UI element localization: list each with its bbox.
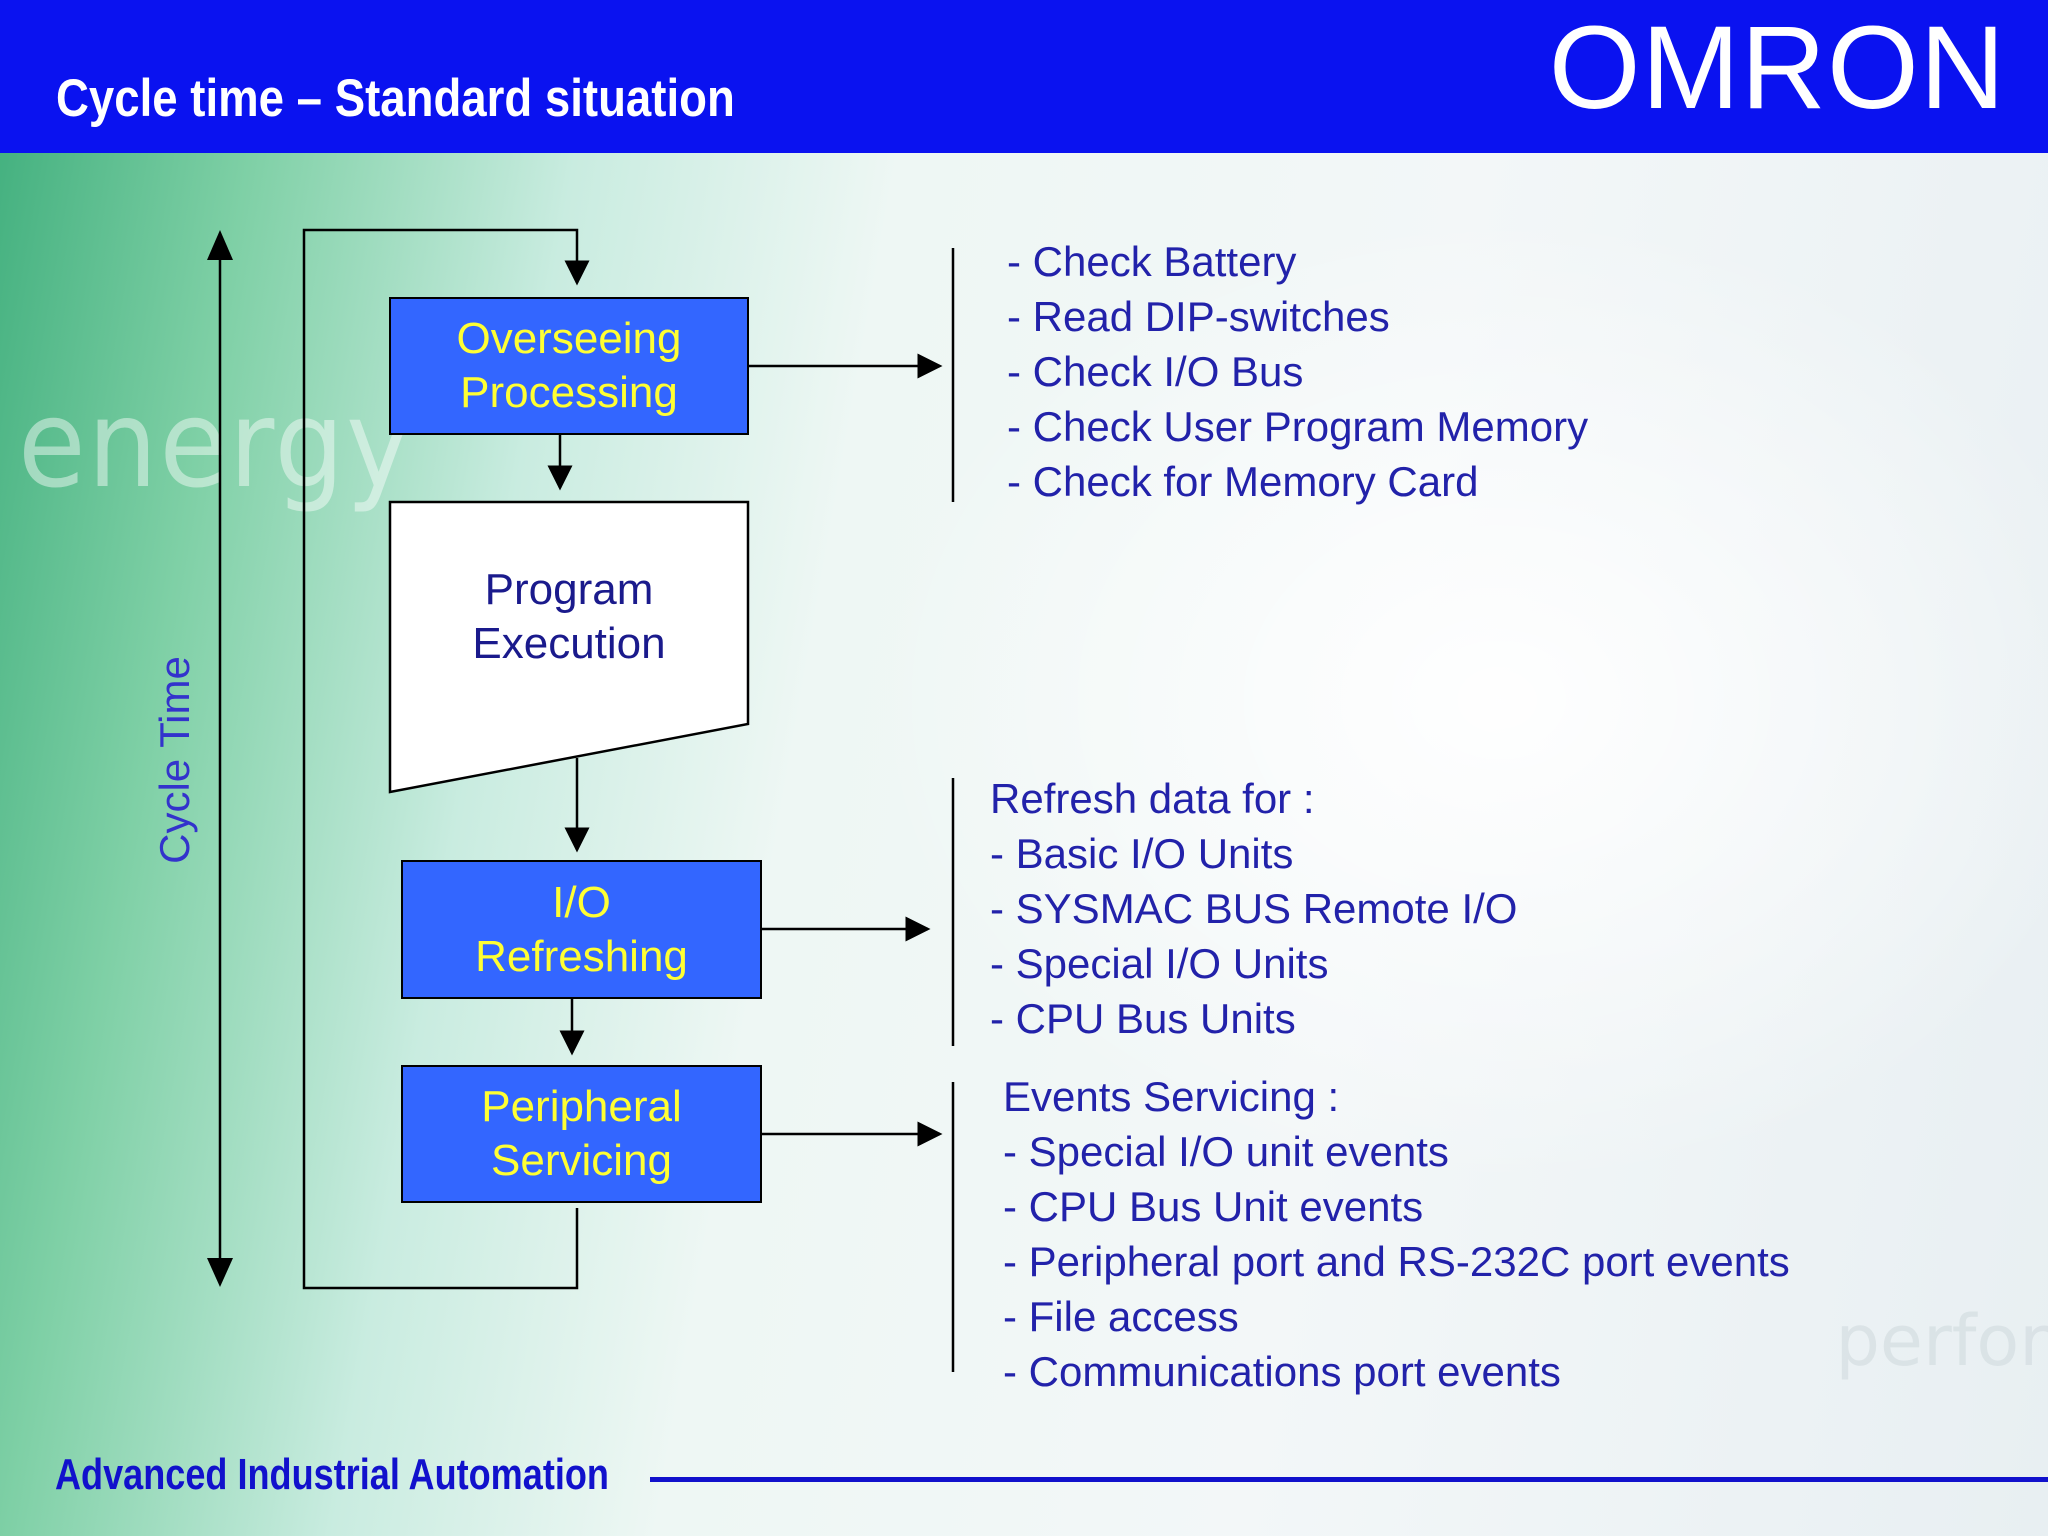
overseeing-line-1: Overseeing (456, 314, 682, 363)
page-title: Cycle time – Standard situation (56, 69, 735, 128)
omron-logo: OMRON (1548, 2, 2006, 134)
header-bar: Cycle time – Standard situation OMRON (0, 0, 2048, 153)
peripheral-line-1: Peripheral (481, 1082, 682, 1131)
overseeing-line-2: Processing (460, 368, 678, 417)
io-refreshing-box: I/O Refreshing (401, 860, 762, 999)
overseeing-processing-box: Overseeing Processing (389, 297, 749, 435)
list-item: - CPU Bus Unit events (1003, 1183, 1424, 1230)
list-item: - SYSMAC BUS Remote I/O (990, 885, 1518, 932)
program-execution-shape (388, 500, 750, 794)
loop-back-line (302, 228, 590, 1290)
io-items-list: Refresh data for : - Basic I/O Units - S… (990, 771, 1517, 1046)
list-item: - CPU Bus Units (990, 995, 1296, 1042)
list-item: - Check Battery (1007, 238, 1297, 285)
list-item: Refresh data for : (990, 775, 1315, 822)
peripheral-servicing-box: Peripheral Servicing (401, 1065, 762, 1203)
cycle-time-label: Cycle Time (151, 656, 198, 864)
footer-text: Advanced Industrial Automation (55, 1450, 609, 1499)
overseeing-items-list: - Check Battery - Read DIP-switches - Ch… (1007, 234, 1588, 509)
peripheral-items-list: Events Servicing : - Special I/O unit ev… (1003, 1069, 1790, 1399)
list-item: - Special I/O unit events (1003, 1128, 1449, 1175)
list-item: - File access (1003, 1293, 1239, 1340)
io-line-2: Refreshing (475, 931, 688, 981)
cycle-arrow-bottom (207, 1258, 233, 1287)
program-line-2: Execution (472, 619, 666, 668)
list-item: - Peripheral port and RS-232C port event… (1003, 1238, 1790, 1285)
list-item: - Basic I/O Units (990, 830, 1294, 877)
program-execution-label: Program Execution (390, 502, 748, 732)
list-item: - Check User Program Memory (1007, 403, 1589, 450)
cycle-arrow-top (207, 230, 233, 260)
list-item: - Check for Memory Card (1007, 458, 1479, 505)
program-line-1: Program (484, 565, 654, 614)
io-line-1: I/O (552, 877, 611, 927)
footer-divider (650, 1477, 2048, 1482)
background-watermark: energy (18, 373, 414, 515)
peripheral-line-2: Servicing (491, 1136, 672, 1185)
list-item: - Communications port events (1003, 1348, 1561, 1395)
list-item: - Read DIP-switches (1007, 293, 1390, 340)
list-item: - Special I/O Units (990, 940, 1329, 987)
list-item: Events Servicing : (1003, 1073, 1340, 1120)
background-watermark-2: perfor (1835, 1300, 2048, 1382)
list-item: - Check I/O Bus (1007, 348, 1304, 395)
